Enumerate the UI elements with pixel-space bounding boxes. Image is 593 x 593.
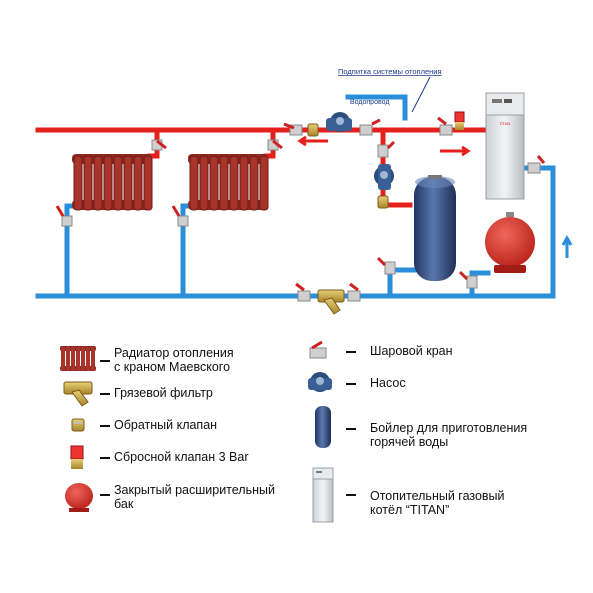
legend-label-filter: Грязевой фильтр bbox=[114, 386, 213, 400]
legend-dash bbox=[346, 383, 356, 385]
water-supply-label: Водопровод bbox=[350, 99, 389, 106]
ball-valve-icon bbox=[437, 116, 453, 136]
ball-valve-icon bbox=[283, 122, 303, 136]
ball-valve-icon bbox=[151, 139, 167, 151]
legend-label-pump: Насос bbox=[370, 376, 406, 390]
return-pipes bbox=[35, 94, 556, 299]
ball-valve-icon bbox=[309, 340, 327, 359]
gas-boiler-icon bbox=[312, 467, 334, 523]
ball-valve-icon bbox=[55, 205, 73, 227]
legend-label-gas-boiler: Отопительный газовый котёл “TITAN” bbox=[370, 489, 505, 517]
ball-valve-icon bbox=[376, 256, 396, 275]
legend-label-check-valve: Обратный клапан bbox=[114, 418, 218, 432]
pump-icon bbox=[374, 164, 394, 190]
legend-dash bbox=[100, 457, 110, 459]
relief-valve-icon bbox=[70, 445, 84, 469]
flow-arrow-icon bbox=[440, 145, 471, 157]
radiator-icon bbox=[60, 346, 96, 371]
filter-icon bbox=[63, 381, 93, 407]
relief-valve-icon bbox=[454, 111, 465, 130]
ball-valve-icon bbox=[267, 139, 283, 151]
legend-dash bbox=[346, 428, 356, 430]
gas-boiler-icon: TITAN bbox=[485, 92, 525, 200]
ball-valve-icon bbox=[359, 118, 381, 136]
makeup-pointer bbox=[411, 76, 431, 113]
ball-valve-icon bbox=[527, 155, 546, 174]
ball-valve-icon bbox=[171, 205, 189, 227]
ball-valve-icon bbox=[458, 270, 478, 289]
boiler-tank-icon bbox=[414, 175, 456, 281]
boiler-tank-icon bbox=[315, 406, 331, 448]
pump-icon bbox=[308, 372, 332, 392]
legend-label-relief-valve: Сбросной клапан 3 Bar bbox=[114, 450, 249, 464]
check-valve-icon bbox=[307, 123, 319, 137]
ball-valve-icon bbox=[295, 282, 311, 302]
legend-dash bbox=[100, 393, 110, 395]
svg-text:TITAN: TITAN bbox=[499, 121, 510, 126]
legend-dash bbox=[100, 360, 110, 362]
pump-icon bbox=[326, 112, 352, 132]
legend-dash bbox=[100, 425, 110, 427]
radiator-icon bbox=[72, 154, 153, 211]
legend-label-expansion-tank: Закрытый расширительный бак bbox=[114, 483, 275, 511]
legend-dash bbox=[100, 494, 110, 496]
legend-label-radiator: Радиатор отопления с краном Маевского bbox=[114, 346, 234, 374]
legend-label-boiler-tank: Бойлер для приготовления горячей воды bbox=[370, 421, 528, 449]
legend-label-ball-valve: Шаровой кран bbox=[370, 344, 453, 358]
makeup-label: Подпитка системы отопления bbox=[338, 67, 442, 76]
expansion-tank-icon bbox=[485, 212, 535, 273]
legend-dash bbox=[346, 494, 356, 496]
ball-valve-icon bbox=[347, 282, 361, 302]
check-valve-icon bbox=[377, 195, 389, 209]
flow-arrow-icon bbox=[561, 234, 573, 258]
filter-icon bbox=[317, 289, 345, 315]
radiator-icon bbox=[188, 154, 269, 211]
expansion-tank-icon bbox=[65, 483, 93, 512]
check-valve-icon bbox=[71, 418, 85, 432]
flow-arrow-icon bbox=[297, 135, 328, 147]
legend-dash bbox=[346, 351, 356, 353]
ball-valve-icon bbox=[377, 140, 396, 158]
